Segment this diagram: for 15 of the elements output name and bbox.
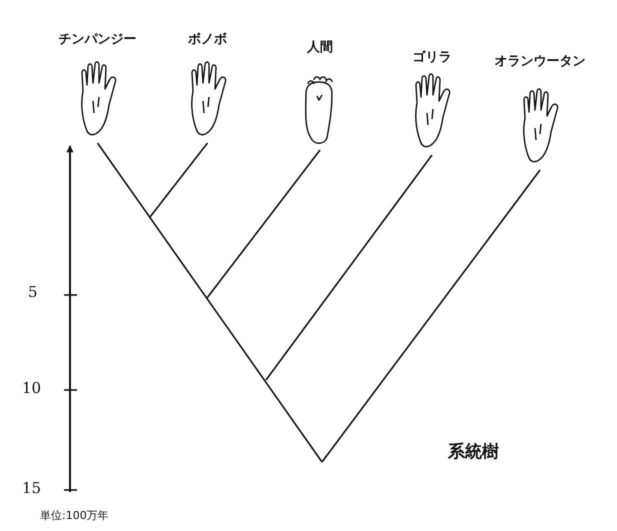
species-name: 人間	[306, 39, 334, 56]
axis-tick-label: 5	[28, 283, 38, 301]
unit-note: 単位:100万年	[40, 508, 109, 523]
tree-branch	[149, 142, 208, 218]
axis-tick-label: 15	[22, 479, 42, 497]
tree-branch	[265, 154, 433, 380]
tree-branch	[321, 170, 541, 462]
tree-branch	[96, 142, 323, 462]
tree-branch	[206, 150, 321, 298]
species-name: オランウータン	[494, 53, 586, 70]
species-name: チンパンジー	[58, 31, 138, 48]
species-name: ボノボ	[187, 31, 228, 48]
tree-title-text: 系統樹	[448, 441, 499, 463]
axis-tick-label: 10	[22, 379, 42, 397]
species-name: ゴリラ	[412, 49, 452, 66]
